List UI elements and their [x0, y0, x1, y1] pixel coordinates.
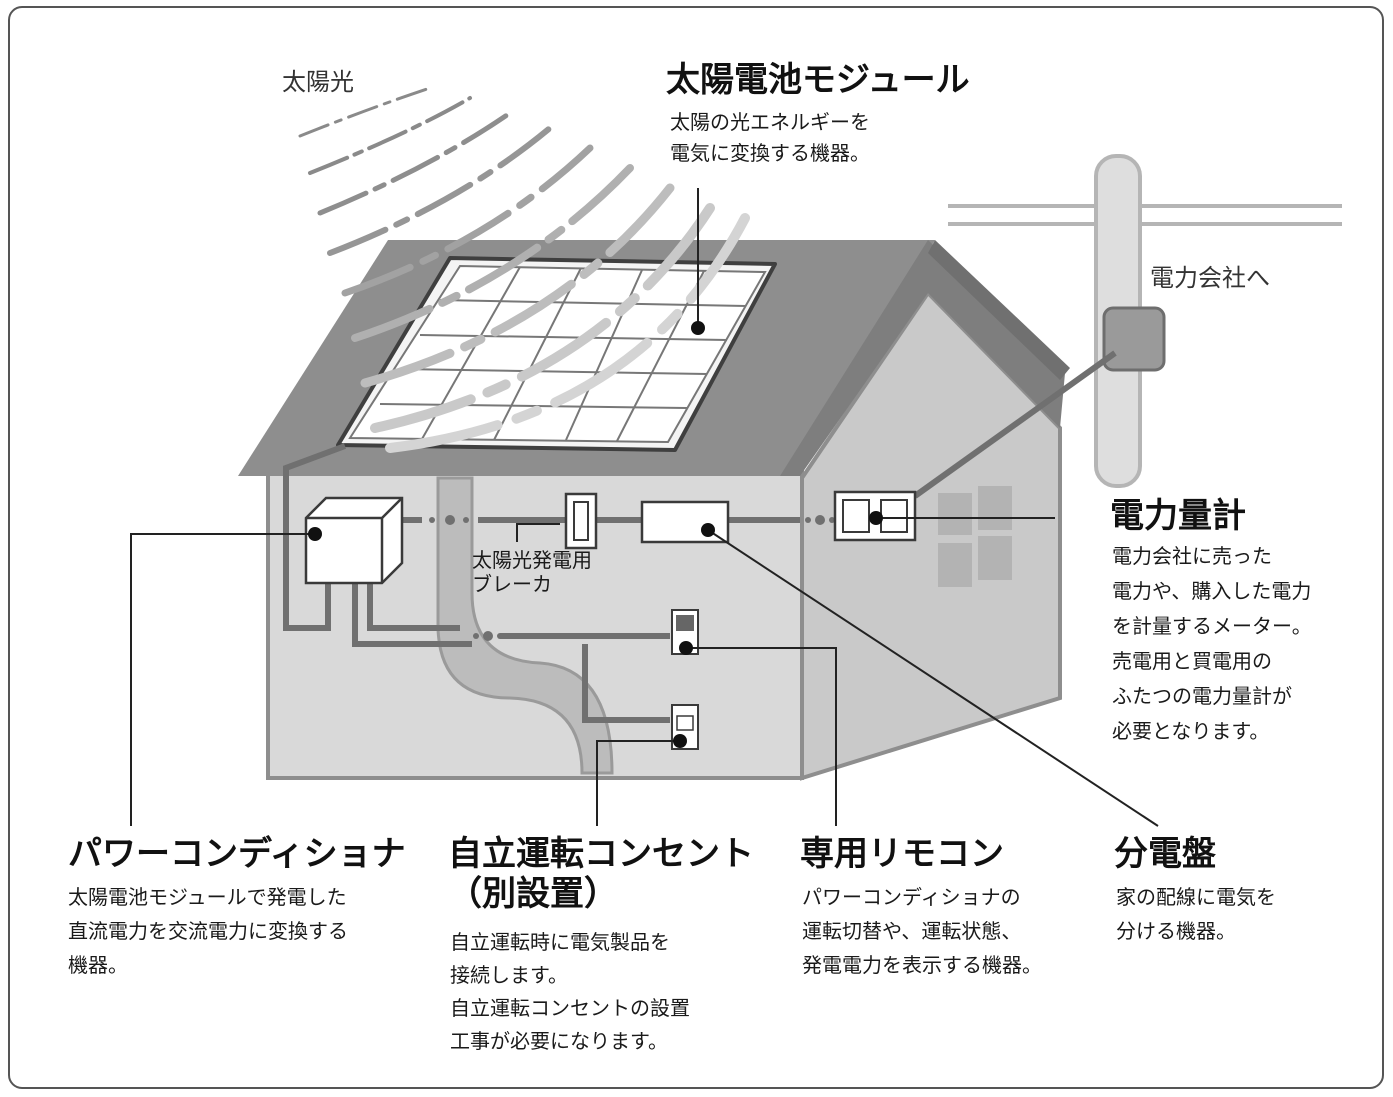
panel-desc: 家の配線に電気を 分ける機器。: [1116, 885, 1276, 943]
dot-panel: [701, 523, 715, 537]
dot-meter: [869, 511, 883, 525]
pcs-title: パワーコンディショナ: [68, 834, 406, 874]
leader-dots: [308, 321, 883, 748]
utility-pole: [948, 154, 1342, 488]
power-conditioner-box: [304, 496, 404, 585]
window: [938, 486, 1012, 587]
wiring: [283, 350, 1117, 723]
sunlight-label: 太陽光: [282, 68, 354, 96]
module-desc: 太陽の光エネルギーを 電気に変換する機器。: [670, 110, 870, 165]
remote-title: 専用リモコン: [800, 834, 1004, 874]
diagram-frame: 太陽光 電力会社へ 太陽光発電用 ブレーカ 太陽電池モジュール 太陽の光エネルギ…: [8, 6, 1384, 1089]
to-power-company-label: 電力会社へ: [1150, 264, 1270, 292]
house-illustration: [130, 86, 1342, 827]
pole-meter-box: [1102, 306, 1166, 372]
meter-title: 電力量計: [1110, 496, 1246, 536]
panel-title: 分電盤: [1114, 834, 1216, 874]
breaker-label: 太陽光発電用 ブレーカ: [472, 548, 592, 596]
remote-desc: パワーコンディショナの 運転切替や、運転状態、 発電電力を表示する機器。: [802, 885, 1042, 977]
outlet-title: 自立運転コンセント （別設置）: [448, 834, 754, 914]
distribution-panel-box: [640, 500, 730, 544]
solar-breaker: [564, 492, 598, 550]
leader-lines: [130, 188, 1159, 827]
outlet-desc: 自立運転時に電気製品を 接続します。 自立運転コンセントの設置 工事が必要になり…: [450, 930, 690, 1053]
dot-outlet: [673, 734, 687, 748]
module-title: 太陽電池モジュール: [666, 60, 970, 100]
dot-pcs: [308, 527, 322, 541]
meter-desc: 電力会社に売った 電力や、購入した電力 を計量するメーター。 売電用と買電用の …: [1112, 544, 1312, 743]
sunlight-rays: [298, 86, 750, 453]
wire-breaks: [429, 515, 835, 641]
dot-remote: [679, 641, 693, 655]
pcs-desc: 太陽電池モジュールで発電した 直流電力を交流電力に変換する 機器。: [68, 885, 348, 977]
dot-module: [691, 321, 705, 335]
